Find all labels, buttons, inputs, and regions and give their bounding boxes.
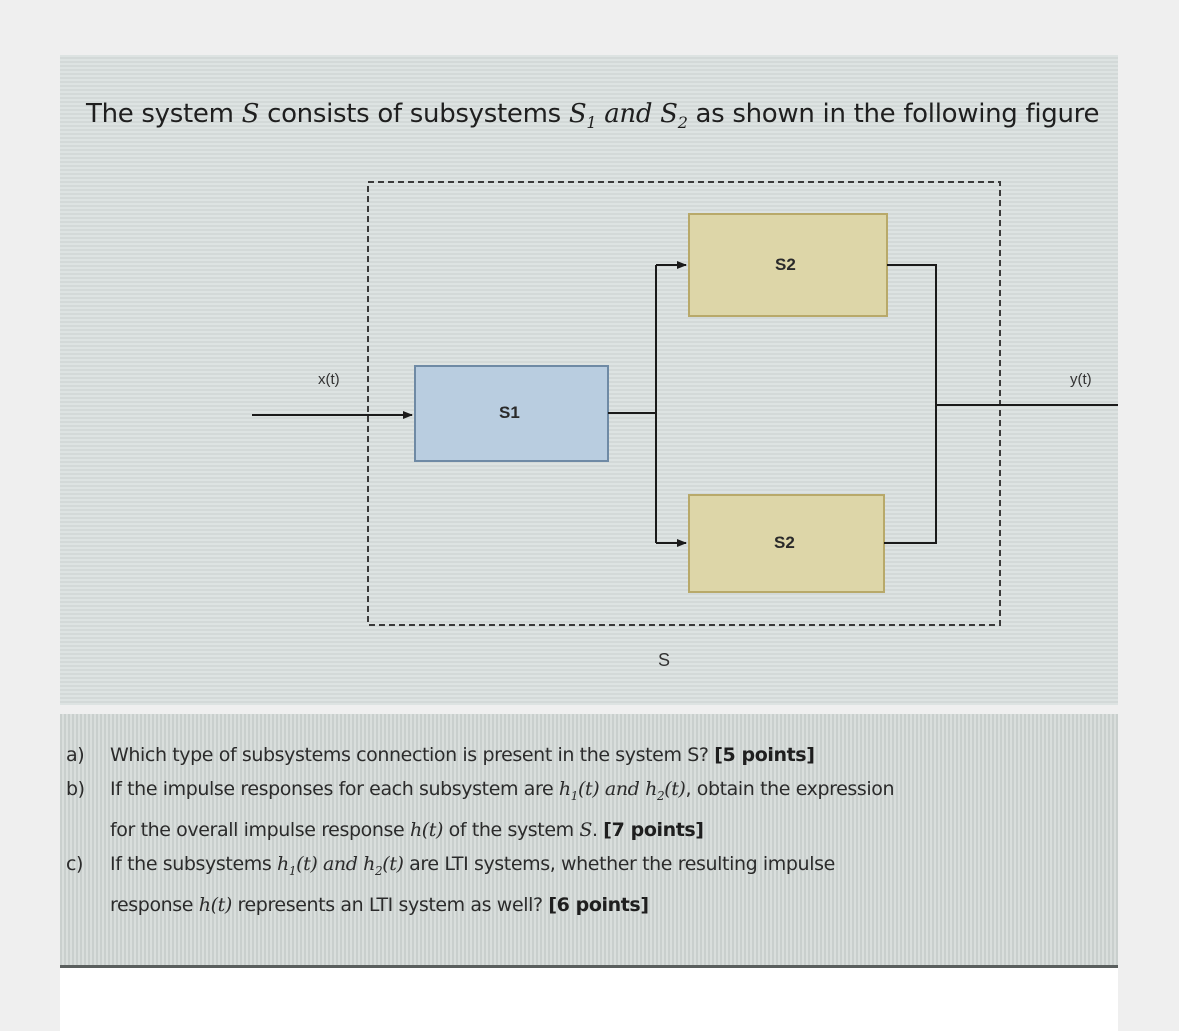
math-h1: h1(t) <box>276 852 318 878</box>
blank-area <box>60 968 1118 1031</box>
math-h1-arg: (t) <box>578 778 600 800</box>
math-and: and <box>317 852 364 875</box>
math-h1-base: h <box>558 778 571 800</box>
math-S1-sub: 1 <box>586 113 597 133</box>
math-h2-base: h <box>363 852 375 875</box>
math-h2-base: h <box>645 778 657 800</box>
output-label: y(t) <box>1070 371 1092 388</box>
math-h1-sub: 1 <box>570 788 579 803</box>
math-h1-arg: (t) <box>296 852 318 875</box>
question-text: of the system <box>443 818 580 841</box>
math-and: and <box>596 99 661 129</box>
math-h1: h1(t) <box>558 778 600 803</box>
intro-text: consists of subsystems <box>259 99 569 129</box>
question-list: a) Which type of subsystems connection is… <box>60 738 1118 922</box>
math-h: h(t) <box>198 893 233 916</box>
math-S1-base: S <box>568 99 587 129</box>
block-s2-bottom <box>688 494 885 593</box>
math-h2-sub: 2 <box>656 788 665 803</box>
block-s2-top <box>688 213 888 317</box>
question-points: [7 points] <box>603 818 704 841</box>
question-text: response <box>110 893 199 916</box>
math-S: S <box>241 99 260 129</box>
question-text: for the overall impulse response <box>110 818 410 841</box>
question-text: , obtain the expression <box>685 778 895 800</box>
figure-photo-panel: The system S consists of subsystems S1 a… <box>60 55 1118 705</box>
system-boundary <box>367 181 1001 626</box>
question-text: are LTI systems, whether the resulting i… <box>403 852 835 875</box>
math-h2-sub: 2 <box>375 863 383 878</box>
questions-photo-panel: a) Which type of subsystems connection is… <box>60 714 1118 968</box>
math-S: S <box>579 818 593 841</box>
math-and: and <box>599 778 646 800</box>
math-h: h(t) <box>409 818 444 841</box>
intro-text: as shown in the following figure <box>687 99 1100 129</box>
question-text: . <box>592 818 604 841</box>
question-text: represents an LTI system as well? <box>231 893 549 916</box>
math-h2: h2(t) <box>363 852 404 878</box>
intro-text: The system <box>86 99 242 129</box>
block-s1-label: S1 <box>499 403 520 422</box>
problem-intro: The system S consists of subsystems S1 a… <box>86 99 1099 132</box>
math-h1-base: h <box>276 852 289 875</box>
question-text: If the subsystems <box>110 852 277 875</box>
math-S2-sub: 2 <box>677 113 688 133</box>
question-text: Which type of subsystems connection is p… <box>110 744 715 766</box>
block-s2-top-label: S2 <box>775 255 796 274</box>
block-diagram <box>252 181 1118 626</box>
question-points: [6 points] <box>548 893 649 916</box>
system-label: S <box>658 650 671 670</box>
question-text: If the impulse responses for each subsys… <box>110 778 559 800</box>
question-letter: a) <box>66 744 85 766</box>
math-S2-base: S <box>660 99 678 129</box>
question-points: [5 points] <box>714 744 815 766</box>
block-s2-bottom-label: S2 <box>774 533 795 552</box>
question-b: b) If the impulse responses for each subs… <box>60 772 1118 847</box>
math-h2: h2(t) <box>645 778 686 803</box>
input-label: x(t) <box>318 371 340 388</box>
s2-top-output-line <box>884 264 937 544</box>
question-c: c)If the subsystems h1(t) and h2(t) are … <box>60 847 1118 922</box>
math-h2-arg: (t) <box>382 852 404 875</box>
question-a: a) Which type of subsystems connection is… <box>60 738 1118 772</box>
math-S1: S1 <box>568 99 597 133</box>
math-h1-sub: 1 <box>288 863 297 878</box>
question-letter: c) <box>66 852 84 875</box>
question-letter: b) <box>66 778 85 800</box>
math-h2-arg: (t) <box>664 778 686 800</box>
math-S2: S2 <box>660 99 688 133</box>
